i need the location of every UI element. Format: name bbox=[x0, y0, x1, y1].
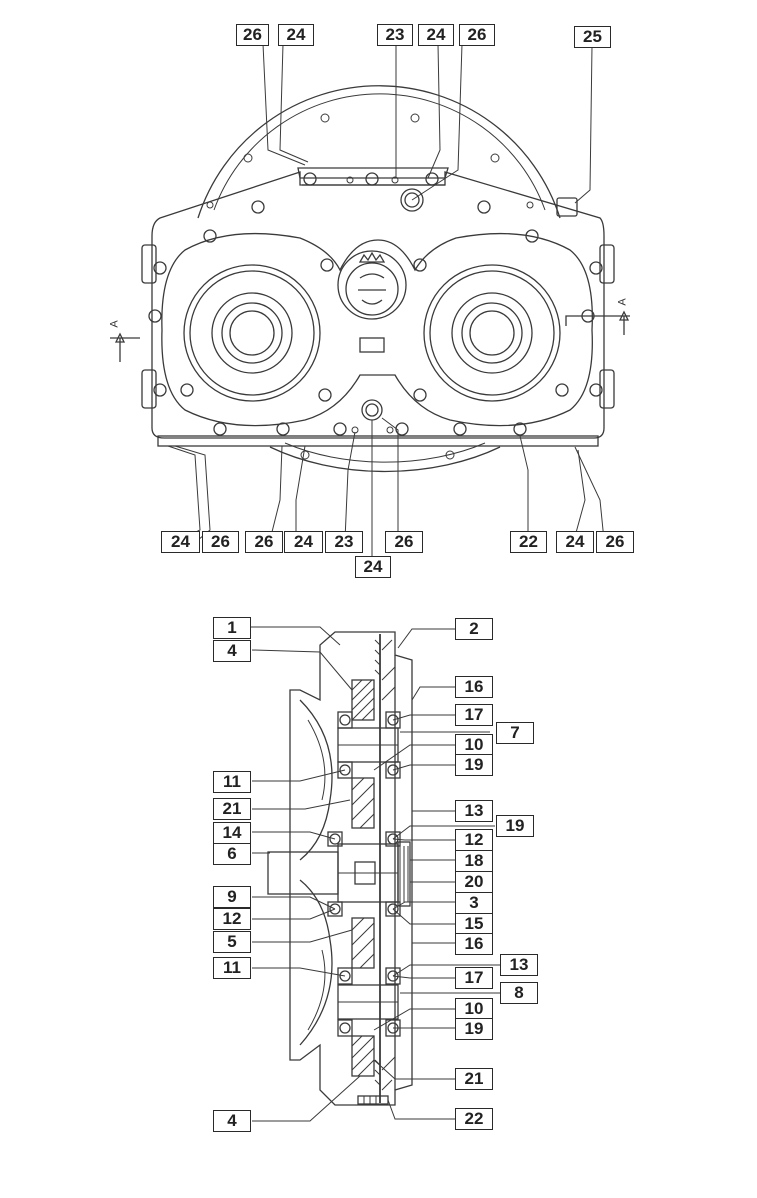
callout-label: 4 bbox=[213, 1110, 251, 1132]
callout-label: 3 bbox=[455, 892, 493, 914]
section-mark-left: A bbox=[108, 320, 121, 328]
callout-label: 10 bbox=[455, 998, 493, 1020]
callout-label: 16 bbox=[455, 933, 493, 955]
callout-label: 6 bbox=[213, 843, 251, 865]
callout-label: 8 bbox=[500, 982, 538, 1004]
callout-label: 22 bbox=[455, 1108, 493, 1130]
callout-label: 18 bbox=[455, 850, 493, 872]
callout-label: 17 bbox=[455, 967, 493, 989]
callout-label: 15 bbox=[455, 913, 493, 935]
callout-label: 14 bbox=[213, 822, 251, 844]
callout-label: 24 bbox=[556, 531, 594, 553]
callout-label: 22 bbox=[510, 531, 547, 553]
callout-label: 19 bbox=[496, 815, 534, 837]
section-mark-right: A bbox=[616, 298, 629, 306]
callout-label: 4 bbox=[213, 640, 251, 662]
callout-label: 23 bbox=[325, 531, 363, 553]
callout-label: 21 bbox=[455, 1068, 493, 1090]
callout-label: 11 bbox=[213, 957, 251, 979]
callout-label: 24 bbox=[278, 24, 314, 46]
callout-label: 9 bbox=[213, 886, 251, 908]
callout-label: 19 bbox=[455, 754, 493, 776]
callout-label: 17 bbox=[455, 704, 493, 726]
callout-label: 26 bbox=[459, 24, 495, 46]
callout-label: 1 bbox=[213, 617, 251, 639]
callout-label: 5 bbox=[213, 931, 251, 953]
callout-label: 21 bbox=[213, 798, 251, 820]
callout-label: 25 bbox=[574, 26, 611, 48]
callout-label: 2 bbox=[455, 618, 493, 640]
callout-label: 12 bbox=[213, 908, 251, 930]
callout-label: 24 bbox=[355, 556, 391, 578]
callout-label: 13 bbox=[500, 954, 538, 976]
callout-label: 12 bbox=[455, 829, 493, 851]
callout-label: 24 bbox=[161, 531, 200, 553]
callout-label: 26 bbox=[596, 531, 634, 553]
callout-label: 24 bbox=[418, 24, 454, 46]
callout-label: 13 bbox=[455, 800, 493, 822]
callout-label: 26 bbox=[202, 531, 239, 553]
callout-label: 10 bbox=[455, 734, 493, 756]
callout-label: 24 bbox=[284, 531, 323, 553]
callout-label: 26 bbox=[245, 531, 283, 553]
callout-label: 23 bbox=[377, 24, 413, 46]
callout-label: 26 bbox=[236, 24, 269, 46]
callout-label: 19 bbox=[455, 1018, 493, 1040]
callout-label: 11 bbox=[213, 771, 251, 793]
callout-label: 16 bbox=[455, 676, 493, 698]
callout-label: 20 bbox=[455, 871, 493, 893]
callout-label: 7 bbox=[496, 722, 534, 744]
callout-label: 26 bbox=[385, 531, 423, 553]
